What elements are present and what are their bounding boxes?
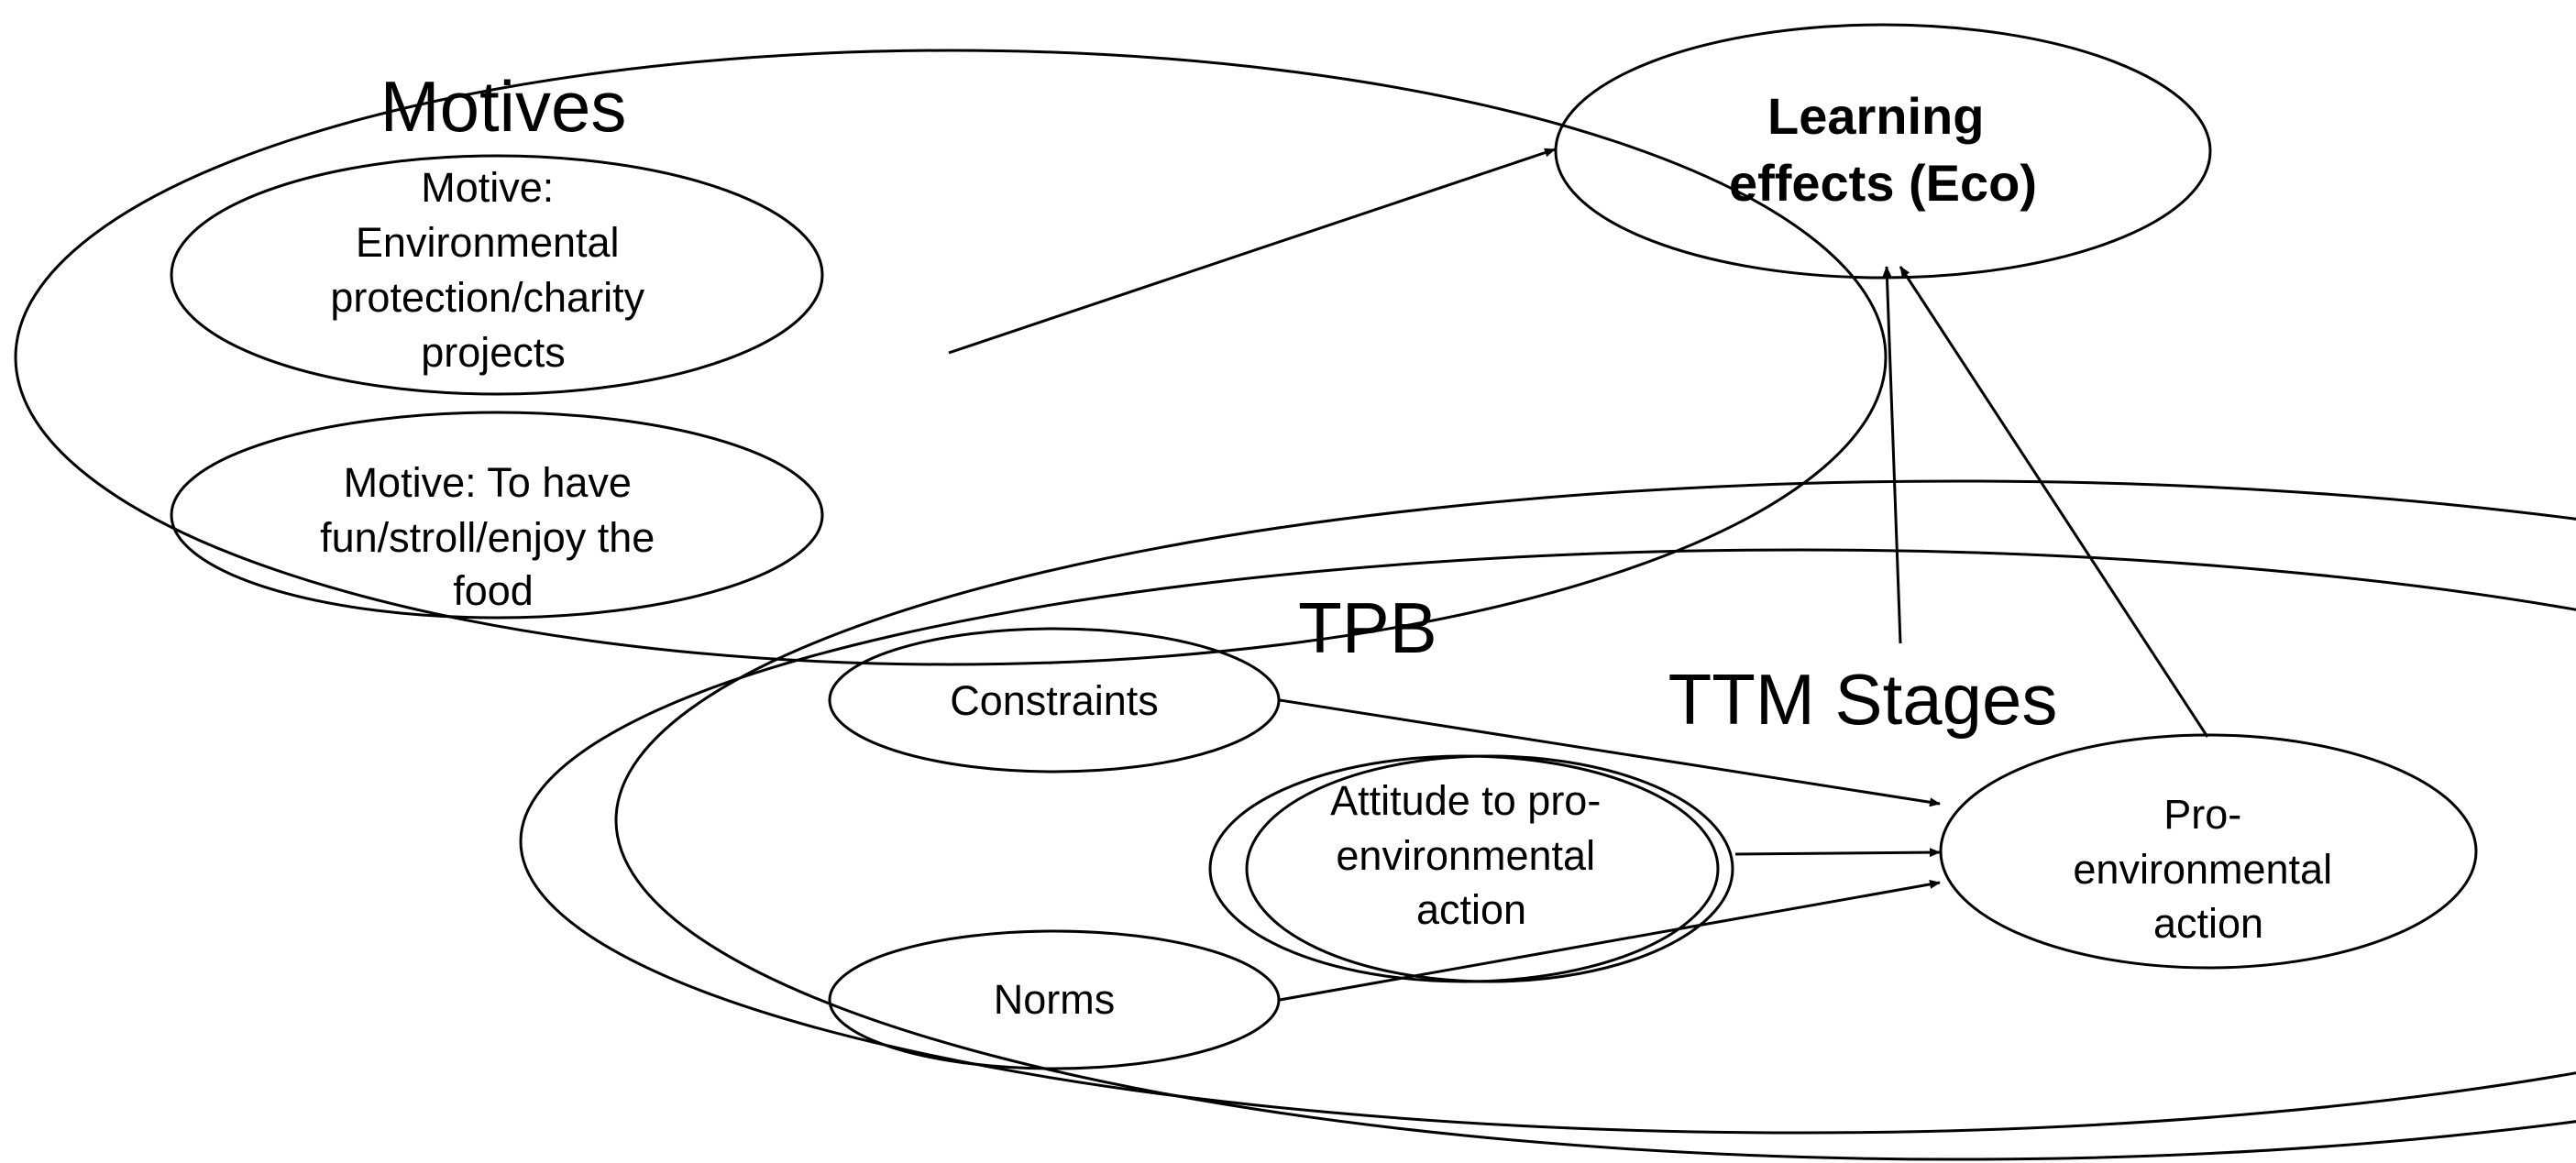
attitude-label: Attitude to pro- environmental action <box>1330 777 1613 933</box>
motives-title: Motives <box>380 66 627 147</box>
constraints-ellipse <box>828 627 1281 774</box>
learning-effects-ellipse <box>1554 23 2212 280</box>
motives-group-ellipse <box>14 49 1888 666</box>
constraints-label: Constraints <box>950 677 1159 724</box>
motive-environment-label: Motive: Environmental protection/charity… <box>330 164 655 376</box>
learning-effects-label: Learning effects (Eco) <box>1729 87 2037 212</box>
motive-fun-ellipse <box>170 411 824 620</box>
motive-fun-label: Motive: To have fun/stroll/enjoy the foo… <box>320 459 666 614</box>
arrow-ttm-to-learning <box>1882 266 1902 644</box>
motive-environment-ellipse <box>170 154 824 396</box>
tpb-title: TPB <box>1298 587 1437 668</box>
arrow-norms-to-pro-action <box>1279 880 1941 1002</box>
norms-label: Norms <box>994 976 1116 1023</box>
arrow-constraints-to-pro-action <box>1279 698 1941 807</box>
norms-ellipse <box>828 929 1281 1070</box>
attitude-ellipse <box>1245 754 1734 983</box>
arrow-pro-action-to-learning <box>1899 266 2209 738</box>
ttm-group-ellipse <box>614 479 2576 1161</box>
ttm-stages-title: TTM Stages <box>1668 659 2058 740</box>
arrow-motives-to-learning <box>948 148 1556 355</box>
pro-action-ellipse <box>1939 733 2478 970</box>
pro-action-label: Pro- environmental action <box>2073 791 2343 947</box>
arrow-attitude-to-pro-action <box>1734 848 1941 858</box>
tpb-group-ellipse <box>519 548 2576 1135</box>
